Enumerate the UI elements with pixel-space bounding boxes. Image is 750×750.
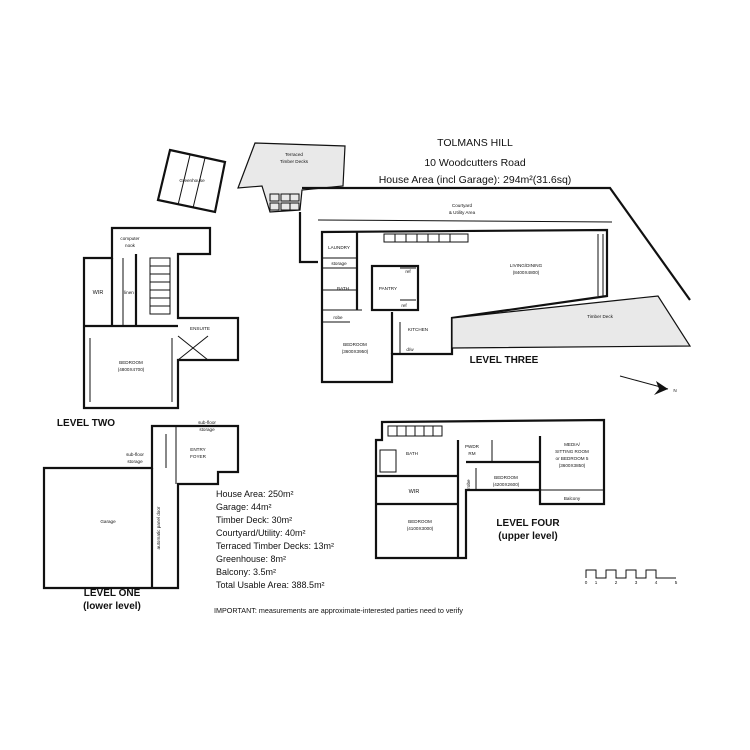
- area-line: Terraced Timber Decks: 13m²: [216, 541, 334, 551]
- subfloor-storage-b-2: storage: [127, 459, 143, 464]
- level-one-heading-2: (lower level): [83, 601, 141, 612]
- area-line: House Area: 250m²: [216, 489, 294, 499]
- linen-label: linen: [124, 290, 134, 295]
- greenhouse-area: Greenhouse: [156, 148, 227, 214]
- l2-bedroom-dim: (4800X4700): [118, 367, 145, 372]
- garage-door-label: automatic panel door: [156, 506, 161, 549]
- media-dim: (3600X3850): [559, 463, 586, 468]
- courtyard-label-1: Courtyard: [452, 203, 473, 208]
- terraced-decks: Terraced Timber Decks: [237, 142, 346, 213]
- title-line-3: House Area (incl Garage): 294m²(31.6sq): [379, 174, 572, 186]
- area-line: Balcony: 3.5m²: [216, 567, 276, 577]
- area-schedule: House Area: 250m² Garage: 44m² Timber De…: [216, 489, 334, 590]
- important-note: IMPORTANT: measurements are approximate-…: [214, 606, 463, 615]
- pwdr-label-2: RM: [468, 451, 475, 456]
- greenhouse-label: Greenhouse: [179, 178, 205, 183]
- l4-robe-label: robe: [466, 479, 471, 489]
- balcony-label: Balcony: [564, 496, 581, 501]
- level-two-heading: LEVEL TWO: [57, 418, 115, 429]
- media-label-3: or BEDROOM 5: [556, 456, 589, 461]
- l4-bedroom-b-label: BEDROOM: [408, 519, 432, 524]
- laundry-label: LAUNDRY: [328, 245, 350, 250]
- computer-nook-label-1: computer: [120, 236, 140, 241]
- l4-bedroom-a-label: BEDROOM: [494, 475, 518, 480]
- level-three-stairs: [383, 233, 469, 243]
- dw-label: d/w: [406, 347, 414, 352]
- ref-label-2: ref: [401, 303, 407, 308]
- timber-deck: Timber Deck: [451, 295, 692, 349]
- courtyard-utility: Courtyard & Utility Area: [298, 186, 691, 301]
- scale-tick: 1: [595, 580, 598, 585]
- north-arrow-icon: N: [619, 375, 677, 395]
- entry-foyer-2: FOYER: [190, 454, 207, 459]
- l4-bath-label: BATH: [406, 451, 418, 456]
- l2-bedroom-label: BEDROOM: [119, 360, 143, 365]
- subfloor-storage-a-2: storage: [199, 427, 215, 432]
- l4-wir-label: WIR: [409, 489, 420, 495]
- subfloor-storage-b-1: sub-floor: [126, 452, 144, 457]
- area-line: Timber Deck: 30m²: [216, 515, 292, 525]
- area-line: Total Usable Area: 388.5m²: [216, 580, 325, 590]
- pwdr-label-1: PWDR: [465, 444, 480, 449]
- level-four-stairs: [387, 425, 443, 437]
- scale-tick: 4: [655, 580, 658, 585]
- l3-bedroom-label: BEDROOM: [343, 342, 367, 347]
- bath-label: BATH: [337, 286, 349, 291]
- level-one-heading-1: LEVEL ONE: [84, 588, 141, 599]
- media-label-2: SITTING ROOM: [555, 449, 589, 454]
- level-three: LAUNDRY storage BATH PANTRY ref ref robe…: [320, 228, 609, 384]
- l4-bedroom-b-dim: (4100X3000): [407, 526, 434, 531]
- terraced-decks-label-2: Timber Decks: [280, 159, 309, 164]
- storage-label: storage: [331, 261, 347, 266]
- area-line: Greenhouse: 8m²: [216, 554, 286, 564]
- scale-bar: 0 1 2 3 4 5: [585, 569, 678, 585]
- level-four-heading-2: (upper level): [498, 531, 557, 542]
- level-four-heading-1: LEVEL FOUR: [496, 518, 560, 529]
- level-one: sub-floor storage sub-floor storage ENTR…: [42, 420, 240, 612]
- l3-bedroom-dim: (3600X3950): [342, 349, 369, 354]
- level-three-heading: LEVEL THREE: [470, 355, 539, 366]
- pantry-label: PANTRY: [379, 286, 397, 291]
- computer-nook-label-2: nook: [125, 243, 136, 248]
- ref-label-1: ref: [405, 269, 411, 274]
- ensuite-label: ENSUITE: [190, 326, 210, 331]
- title-line-1: TOLMANS HILL: [437, 137, 513, 149]
- garage-label: Garage: [100, 519, 116, 524]
- scale-tick: 0: [585, 580, 588, 585]
- title-line-2: 10 Woodcutters Road: [424, 157, 526, 169]
- courtyard-label-2: & Utility Area: [449, 210, 476, 215]
- robe-label: robe: [333, 315, 343, 320]
- scale-tick: 3: [635, 580, 638, 585]
- scale-tick: 2: [615, 580, 618, 585]
- area-line: Garage: 44m²: [216, 502, 272, 512]
- l2-wir-label: WIR: [93, 290, 104, 296]
- level-four: BATH PWDR RM WIR robe BEDROOM (4200X2600…: [374, 418, 606, 560]
- l4-bedroom-a-dim: (4200X2600): [493, 482, 520, 487]
- kitchen-label: KITCHEN: [408, 327, 428, 332]
- svg-text:N: N: [673, 388, 676, 393]
- media-label-1: MEDIA/: [564, 442, 581, 447]
- area-line: Courtyard/Utility: 40m²: [216, 528, 306, 538]
- subfloor-storage-a-1: sub-floor: [198, 420, 216, 425]
- scale-tick: 5: [675, 580, 678, 585]
- entry-foyer-1: ENTRY: [190, 447, 206, 452]
- level-two: computer nook WIR linen ENSUITE BEDROOM …: [57, 226, 240, 429]
- living-label: LIVING/DINING: [510, 263, 543, 268]
- timber-deck-label: Timber Deck: [587, 314, 614, 319]
- living-dim: (8400X4800): [513, 270, 540, 275]
- title-block: TOLMANS HILL 10 Woodcutters Road House A…: [379, 137, 572, 186]
- terraced-decks-label-1: Terraced: [285, 152, 303, 157]
